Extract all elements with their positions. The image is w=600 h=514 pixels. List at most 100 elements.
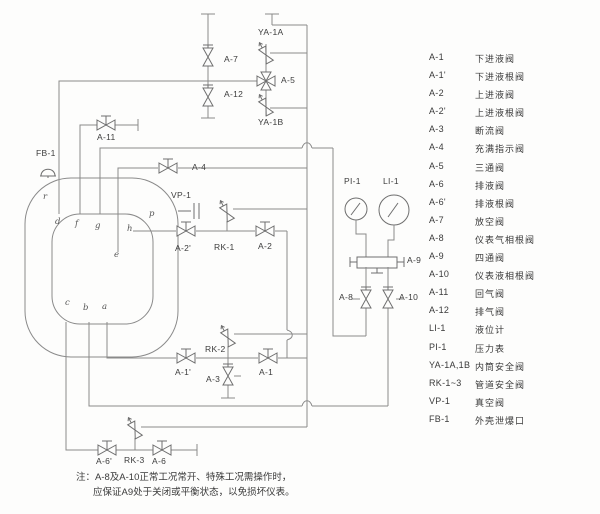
level-gauge	[378, 194, 410, 226]
legend-row: A-1 下进液阀	[429, 52, 597, 70]
vent-header-pipe	[58, 80, 258, 214]
valve-a7	[202, 44, 214, 67]
tag-a1p: A-1'	[175, 367, 192, 377]
legend-row: A-3 断流阀	[429, 124, 597, 142]
port-p: p	[149, 209, 155, 219]
valve-a8	[360, 286, 372, 309]
legend-desc: 仪表气相根阀	[475, 234, 536, 245]
burst-disc-symbol	[40, 168, 56, 178]
valve-a12	[202, 84, 214, 107]
valve-a4	[158, 158, 178, 174]
tag-a11: A-11	[97, 132, 116, 142]
legend-row: A-6'排液根阀	[429, 197, 597, 215]
tag-a4: A-4	[192, 162, 207, 172]
legend-row: A-12 排气阀	[429, 305, 597, 323]
legend-code: A-7	[429, 214, 444, 225]
tag-a1: A-1	[259, 367, 274, 377]
legend-desc: 回气阀	[475, 289, 506, 300]
gas-return-pipe	[79, 119, 139, 214]
tag-a2: A-2	[258, 241, 273, 251]
tag-a8: A-8	[339, 292, 354, 302]
top-fill-pipe	[133, 230, 293, 358]
tag-vp1: VP-1	[171, 190, 192, 200]
legend-code: A-1	[429, 52, 444, 62]
tag-a3: A-3	[206, 374, 221, 384]
port-e: e	[114, 250, 120, 260]
port-g: g	[95, 221, 101, 231]
tag-a5: A-5	[281, 75, 296, 85]
legend-code: RK-1~3	[429, 377, 462, 388]
legend-desc: 真空阀	[475, 397, 506, 408]
port-f: f	[75, 219, 79, 229]
three-way-valve-a5	[256, 71, 276, 91]
tag-rk1: RK-1	[214, 242, 235, 252]
legend-desc: 放空阀	[475, 216, 506, 227]
drain-pipe	[65, 322, 198, 456]
valve-a11	[96, 115, 116, 131]
tag-pi1: PI-1	[344, 176, 361, 186]
legend-desc: 上进液根阀	[475, 108, 526, 119]
legend-code: A-11	[429, 287, 449, 298]
safety-valve-ya1a	[255, 40, 274, 65]
tag-a2p: A-2'	[175, 243, 192, 253]
legend-code: A-4	[429, 142, 444, 153]
instrument-gas-pipe	[99, 142, 367, 337]
legend-row: A-2'上进液根阀	[429, 106, 597, 124]
port-h: h	[127, 224, 133, 234]
note-line-2: 应保证A9处于关闭或平衡状态，以免损坏仪表。	[93, 487, 295, 498]
legend-code: PI-1	[429, 341, 447, 352]
legend-desc: 排气阀	[475, 307, 506, 318]
tag-fb1: FB-1	[36, 148, 56, 158]
vent-stack-pipe	[265, 13, 308, 427]
legend-desc: 下进液阀	[475, 54, 516, 64]
vacuum-valve-symbol	[178, 203, 200, 219]
inner-vessel	[51, 213, 154, 325]
tag-ya1a: YA-1A	[258, 27, 284, 37]
rk2-discharge-pipe	[227, 333, 307, 358]
legend-desc: 外壳泄爆口	[475, 415, 526, 426]
legend-desc: 压力表	[475, 343, 506, 354]
tag-a6p: A-6'	[96, 456, 113, 466]
port-d: d	[55, 217, 61, 227]
legend-code: LI-1	[429, 323, 446, 334]
legend-code: A-3	[429, 124, 444, 135]
valve-a1p	[176, 348, 196, 364]
port-a: a	[102, 302, 108, 312]
port-b: b	[83, 303, 89, 313]
legend-row: A-11 回气阀	[429, 287, 597, 305]
legend-code: A-2	[429, 88, 444, 99]
legend-code: A-12	[429, 305, 450, 316]
gauge-valve-pipes	[352, 267, 403, 406]
legend-code: A-5	[429, 160, 444, 171]
port-r: r	[43, 192, 48, 202]
legend-code: VP-1	[429, 395, 451, 406]
legend-desc: 下进液根阀	[475, 72, 526, 83]
valve-a2	[255, 221, 275, 237]
legend-code: YA-1A,1B	[429, 359, 471, 370]
valve-a3	[222, 363, 234, 386]
legend-code: A-8	[429, 232, 444, 243]
legend-row: FB-1 外壳泄爆口	[429, 414, 597, 432]
safety-valve-rk3	[124, 415, 143, 440]
legend-code: FB-1	[429, 413, 450, 424]
legend-desc: 断流阀	[475, 126, 506, 137]
legend-row: VP-1 真空阀	[429, 396, 597, 414]
valve-a10	[382, 286, 394, 309]
tag-ya1b: YA-1B	[258, 117, 284, 127]
legend-code: A-6	[429, 178, 444, 189]
pressure-gauge	[344, 197, 368, 221]
gauge-pipes	[355, 220, 395, 257]
legend-row: A-1'下进液根阀	[429, 70, 597, 88]
rk1-discharge-pipe	[226, 208, 307, 231]
four-way-manifold	[349, 256, 405, 274]
valve-a6	[152, 440, 172, 456]
valve-a6p	[97, 440, 117, 456]
tag-rk2: RK-2	[205, 344, 226, 354]
